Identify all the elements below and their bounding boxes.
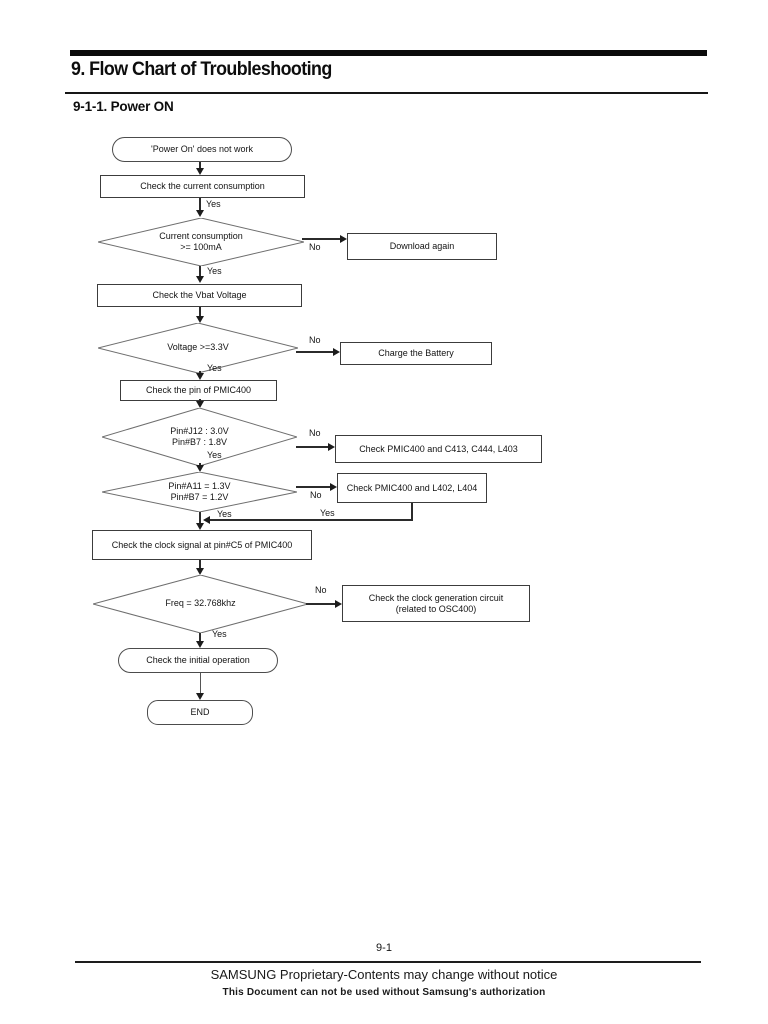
decision-voltage-text: Voltage >=3.3V bbox=[167, 342, 229, 353]
process-check-pin-pmic400: Check the pin of PMIC400 bbox=[120, 380, 277, 401]
diamond-shape bbox=[98, 218, 304, 266]
edge-label-yes: Yes bbox=[206, 199, 221, 209]
edge-label-yes: Yes bbox=[217, 509, 232, 519]
arrowhead-down bbox=[196, 373, 204, 380]
footer-divider bbox=[75, 961, 701, 963]
connector bbox=[411, 503, 413, 521]
connector bbox=[199, 560, 201, 568]
decision-pin-voltages-2: Pin#A11 = 1.3V Pin#B7 = 1.2V bbox=[102, 472, 297, 512]
arrowhead-down bbox=[196, 465, 204, 472]
arrowhead-down bbox=[196, 401, 204, 408]
arrowhead-right bbox=[335, 600, 342, 608]
process-check-clock-generation: Check the clock generation circuit (rela… bbox=[342, 585, 530, 622]
decision-current-consumption: Current consumption >= 100mA bbox=[98, 218, 304, 266]
process-download-again: Download again bbox=[347, 233, 497, 260]
decision-pin-voltages-2-text: Pin#A11 = 1.3V Pin#B7 = 1.2V bbox=[168, 480, 231, 502]
connector bbox=[199, 371, 201, 374]
diamond-shape bbox=[102, 408, 297, 466]
terminal-check-initial-operation: Check the initial operation bbox=[118, 648, 278, 673]
arrowhead-left bbox=[203, 516, 210, 524]
edge-label-yes: Yes bbox=[207, 363, 222, 373]
edge-label-no: No bbox=[309, 242, 321, 252]
arrowhead-down bbox=[196, 276, 204, 283]
section-title: 9-1-1. Power ON bbox=[73, 99, 174, 114]
diamond-shape bbox=[102, 472, 297, 512]
arrowhead-right bbox=[328, 443, 335, 451]
arrowhead-right bbox=[330, 483, 337, 491]
diamond-shape bbox=[98, 323, 298, 373]
arrowhead-down bbox=[196, 568, 204, 575]
footer-proprietary-notice: SAMSUNG Proprietary-Contents may change … bbox=[210, 967, 558, 982]
edge-label-no: No bbox=[309, 428, 321, 438]
diamond-shape bbox=[93, 575, 308, 633]
decision-current-consumption-text: Current consumption >= 100mA bbox=[159, 230, 243, 252]
connector bbox=[199, 399, 201, 402]
connector bbox=[296, 486, 330, 488]
edge-label-no: No bbox=[310, 490, 322, 500]
arrowhead-down bbox=[196, 641, 204, 648]
decision-frequency: Freq = 32.768khz bbox=[93, 575, 308, 633]
connector bbox=[199, 633, 201, 641]
arrowhead-right bbox=[340, 235, 347, 243]
edge-label-no: No bbox=[309, 335, 321, 345]
process-charge-battery: Charge the Battery bbox=[340, 342, 492, 365]
header-divider bbox=[65, 92, 708, 94]
arrowhead-down bbox=[196, 210, 204, 217]
connector bbox=[296, 446, 328, 448]
arrowhead-down bbox=[196, 316, 204, 323]
process-check-c413-c444-l403: Check PMIC400 and C413, C444, L403 bbox=[335, 435, 542, 463]
connector bbox=[199, 512, 201, 523]
chapter-title: 9. Flow Chart of Troubleshooting bbox=[71, 59, 332, 80]
connector bbox=[199, 266, 201, 276]
connector bbox=[199, 463, 201, 466]
decision-frequency-text: Freq = 32.768khz bbox=[165, 598, 236, 609]
edge-label-yes: Yes bbox=[207, 450, 222, 460]
connector bbox=[199, 162, 201, 169]
page-number: 9-1 bbox=[376, 942, 392, 954]
connector bbox=[302, 238, 340, 240]
decision-pin-voltages-1: Pin#J12 : 3.0V Pin#B7 : 1.8V bbox=[102, 408, 297, 466]
arrowhead-down bbox=[196, 693, 204, 700]
connector bbox=[209, 519, 412, 521]
decision-voltage: Voltage >=3.3V bbox=[98, 323, 298, 373]
process-check-vbat-voltage: Check the Vbat Voltage bbox=[97, 284, 302, 307]
connector bbox=[199, 198, 201, 210]
edge-label-yes: Yes bbox=[207, 266, 222, 276]
edge-label-no: No bbox=[315, 585, 327, 595]
header-top-bar bbox=[70, 50, 707, 56]
connector bbox=[296, 351, 333, 353]
arrowhead-down bbox=[196, 168, 204, 175]
arrowhead-down bbox=[196, 523, 204, 530]
edge-label-yes: Yes bbox=[320, 508, 335, 518]
process-check-l402-l404: Check PMIC400 and L402, L404 bbox=[337, 473, 487, 503]
connector bbox=[199, 673, 201, 693]
edge-label-yes: Yes bbox=[212, 629, 227, 639]
process-check-clock-signal: Check the clock signal at pin#C5 of PMIC… bbox=[92, 530, 312, 560]
connector bbox=[306, 603, 335, 605]
terminal-power-on-does-not-work: 'Power On' does not work bbox=[112, 137, 292, 162]
decision-pin-voltages-1-text: Pin#J12 : 3.0V Pin#B7 : 1.8V bbox=[170, 425, 229, 447]
footer-usage-restriction: This Document can not be used without Sa… bbox=[222, 987, 546, 998]
process-check-current-consumption: Check the current consumption bbox=[100, 175, 305, 198]
arrowhead-right bbox=[333, 348, 340, 356]
terminal-end: END bbox=[147, 700, 253, 725]
connector bbox=[199, 307, 201, 316]
